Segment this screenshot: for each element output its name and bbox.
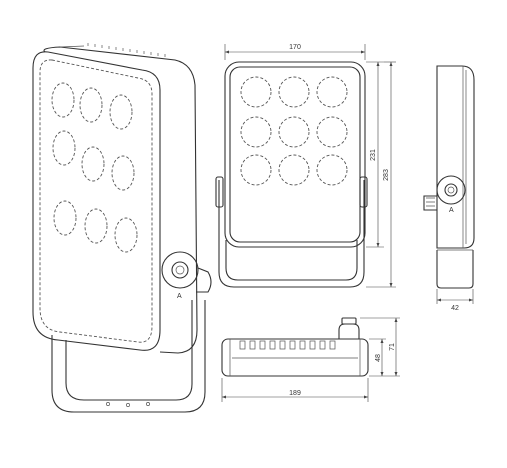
dim-side-depth: 42 bbox=[451, 305, 459, 312]
fin-slot bbox=[329, 340, 336, 350]
led-lens-icon bbox=[278, 76, 310, 108]
dim-bottom-width: 189 bbox=[289, 390, 301, 397]
perspective-led-grid bbox=[51, 82, 138, 253]
front-view: 170 231 283 bbox=[215, 44, 396, 288]
led-lens-icon bbox=[114, 217, 138, 253]
perspective-tilt-knob: A bbox=[161, 251, 212, 300]
led-lens-icon bbox=[240, 76, 272, 108]
led-lens-icon bbox=[240, 116, 272, 148]
led-lens-icon bbox=[111, 155, 135, 191]
dim-front-height-body: 231 bbox=[370, 149, 377, 161]
svg-text:A: A bbox=[449, 207, 454, 214]
bottom-view: 189 48 71 bbox=[221, 317, 400, 402]
led-lens-icon bbox=[84, 208, 108, 244]
led-lens-icon bbox=[51, 82, 75, 118]
led-lens-icon bbox=[316, 116, 348, 148]
dim-bottom-height-body: 48 bbox=[375, 354, 382, 362]
dim-bottom-height-total: 71 bbox=[389, 343, 396, 351]
dim-front-height-total: 283 bbox=[383, 169, 390, 181]
led-lens-icon bbox=[278, 116, 310, 148]
svg-text:A: A bbox=[177, 293, 182, 300]
fin-slot bbox=[299, 340, 306, 350]
led-lens-icon bbox=[52, 130, 76, 166]
side-view: A 42 bbox=[423, 65, 475, 312]
fin-slot bbox=[239, 340, 246, 350]
led-lens-icon bbox=[79, 87, 103, 123]
fin-slot bbox=[249, 340, 256, 350]
fin-slot bbox=[289, 340, 296, 350]
led-lens-icon bbox=[316, 154, 348, 186]
top-fins bbox=[87, 43, 166, 57]
fin-slot bbox=[319, 340, 326, 350]
fin-slot bbox=[259, 340, 266, 350]
led-lens-icon bbox=[109, 94, 133, 130]
fin-slot bbox=[279, 340, 286, 350]
front-led-grid bbox=[240, 76, 348, 186]
led-lens-icon bbox=[316, 76, 348, 108]
fin-slot bbox=[309, 340, 316, 350]
led-lens-icon bbox=[81, 146, 105, 182]
bottom-fin-row bbox=[232, 340, 358, 359]
led-lens-icon bbox=[278, 154, 310, 186]
dim-front-width: 170 bbox=[289, 44, 301, 51]
led-lens-icon bbox=[240, 154, 272, 186]
perspective-view: A bbox=[32, 43, 212, 413]
fin-slot bbox=[269, 340, 276, 350]
led-lens-icon bbox=[53, 200, 77, 236]
